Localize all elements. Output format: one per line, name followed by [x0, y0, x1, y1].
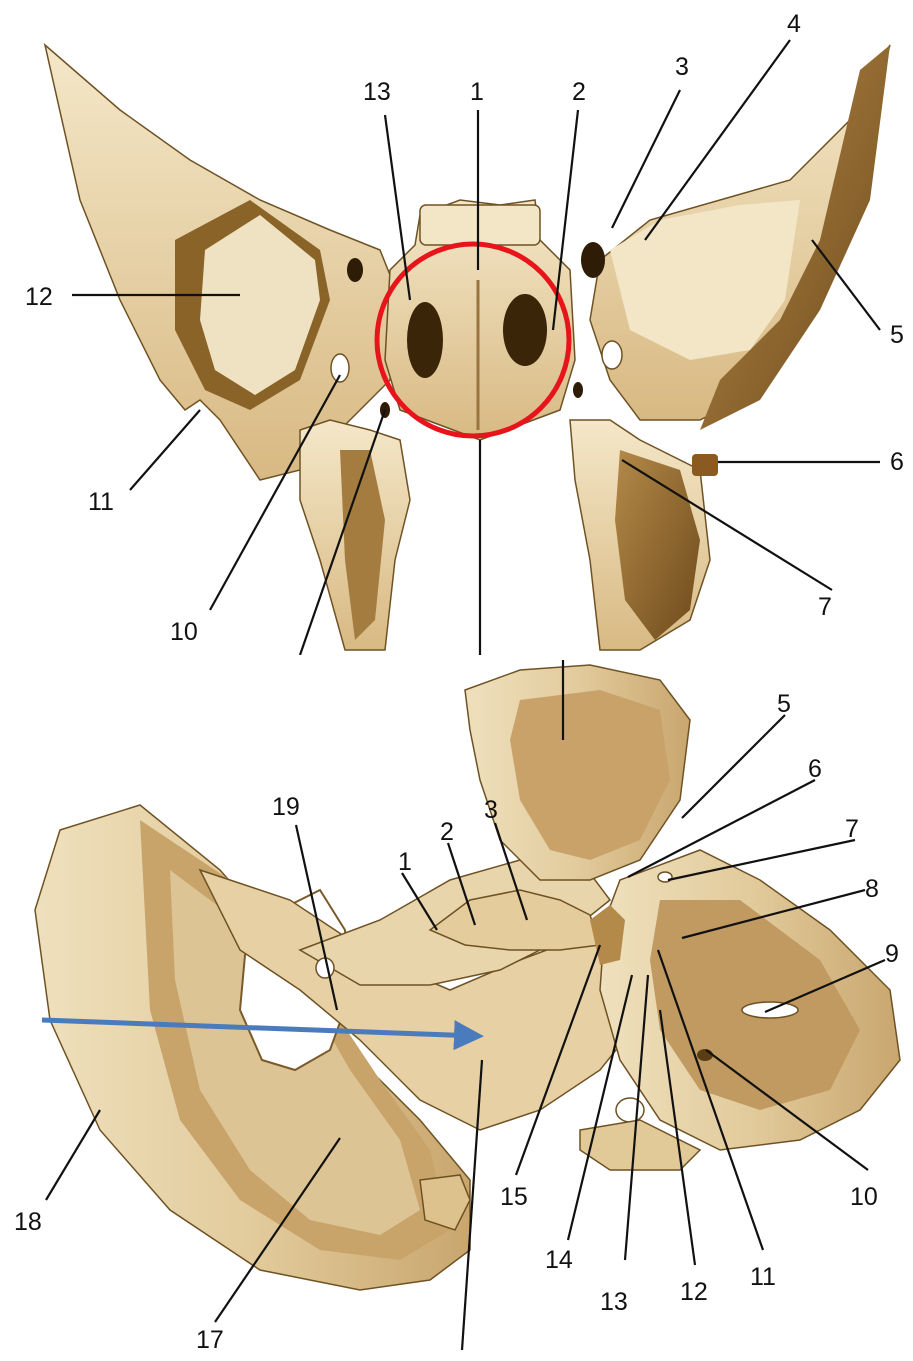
- dorsum-sellae: [420, 205, 540, 245]
- lower-label-11: 11: [750, 1263, 776, 1291]
- lower-label-12: 12: [680, 1278, 708, 1306]
- lower-label-18: 18: [14, 1208, 42, 1236]
- upper-label-11: 11: [88, 488, 114, 516]
- spine-fragment: [692, 454, 718, 476]
- foramen-rotundum-left: [331, 354, 349, 382]
- upper-label-1: 1: [470, 78, 484, 106]
- skull-base-illustration: [35, 665, 900, 1290]
- lower-label-19: 19: [272, 793, 300, 821]
- lower-label-6: 6: [808, 755, 822, 783]
- lower-label-10: 10: [850, 1183, 878, 1211]
- right-sinus-aperture: [503, 294, 547, 366]
- lower-label-2: 2: [440, 818, 454, 846]
- upper-label-5: 5: [890, 321, 904, 349]
- upper-label-12: 12: [25, 283, 53, 311]
- foramen-rotundum-right: [602, 341, 622, 369]
- upper-label-3: 3: [675, 53, 689, 81]
- lower-label-17: 17: [196, 1326, 224, 1354]
- upper-label-10: 10: [170, 618, 198, 646]
- lower-label-1: 1: [398, 848, 412, 876]
- lower-label-9: 9: [885, 940, 899, 968]
- upper-label-6: 6: [890, 448, 904, 476]
- upper-label-13: 13: [363, 78, 391, 106]
- lower-label-15: 15: [500, 1183, 528, 1211]
- upper-label-4: 4: [787, 10, 801, 38]
- lower-label-14: 14: [545, 1246, 573, 1274]
- sphenoid-bone-illustration: [45, 45, 890, 650]
- lower-label-13: 13: [600, 1288, 628, 1316]
- upper-label-7: 7: [818, 593, 832, 621]
- lower-label-5: 5: [777, 690, 791, 718]
- left-sinus-aperture: [407, 302, 443, 378]
- upper-label-2: 2: [572, 78, 586, 106]
- lower-label-8: 8: [865, 875, 879, 903]
- lower-label-3: 3: [484, 796, 498, 824]
- lower-label-7: 7: [845, 815, 859, 843]
